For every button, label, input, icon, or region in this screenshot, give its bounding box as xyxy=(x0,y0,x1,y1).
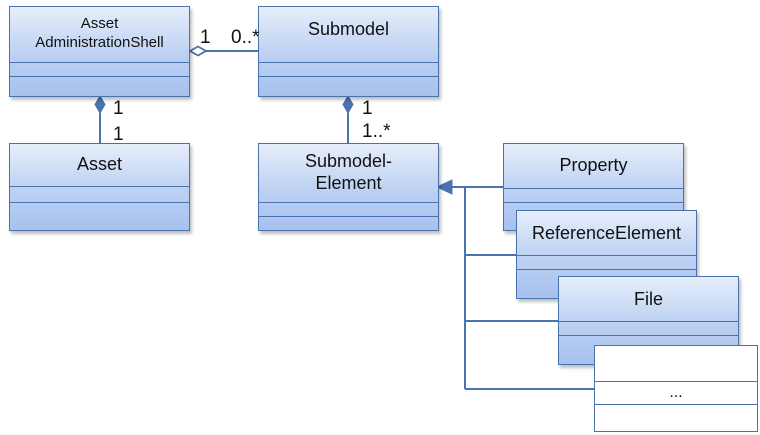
composition-diamond-icon xyxy=(94,95,106,114)
class-name: ReferenceElement xyxy=(531,222,682,243)
class-divider xyxy=(259,76,438,77)
class-divider xyxy=(504,202,683,203)
class-name: Submodel- Element xyxy=(304,150,393,194)
class-divider xyxy=(259,62,438,63)
inheritance-arrowhead-icon xyxy=(435,179,453,195)
class-more: ... xyxy=(594,345,758,432)
class-divider xyxy=(10,202,189,203)
class-divider xyxy=(517,255,696,256)
class-asset-administration-shell: Asset AdministrationShell xyxy=(9,6,190,97)
class-divider xyxy=(517,269,696,270)
class-submodel: Submodel xyxy=(258,6,439,97)
multiplicity-submodel-side: 0..* xyxy=(231,27,260,48)
class-submodel-element: Submodel- Element xyxy=(258,143,439,231)
class-divider xyxy=(259,216,438,217)
composition-diamond-icon xyxy=(342,95,354,114)
class-divider xyxy=(10,62,189,63)
class-name: Property xyxy=(559,154,628,175)
class-divider xyxy=(504,188,683,189)
class-name: ... xyxy=(669,384,683,401)
class-name: Asset AdministrationShell xyxy=(35,15,164,51)
aggregation-diamond-icon xyxy=(188,45,208,57)
class-name: Submodel xyxy=(307,18,390,39)
class-divider xyxy=(559,335,738,336)
class-divider xyxy=(559,321,738,322)
class-divider xyxy=(595,404,757,405)
multiplicity-submodel-element-top: 1 xyxy=(362,98,373,119)
multiplicity-aas-asset-bottom: 1 xyxy=(113,124,124,145)
class-divider xyxy=(595,381,757,382)
class-asset: Asset xyxy=(9,143,190,231)
multiplicity-aas-side: 1 xyxy=(200,27,211,48)
class-divider xyxy=(259,202,438,203)
class-divider xyxy=(10,186,189,187)
class-name: Asset xyxy=(76,153,123,174)
multiplicity-submodel-element-bottom: 1..* xyxy=(362,121,391,142)
class-divider xyxy=(10,76,189,77)
class-name: File xyxy=(633,288,663,309)
multiplicity-aas-asset-top: 1 xyxy=(113,98,124,119)
